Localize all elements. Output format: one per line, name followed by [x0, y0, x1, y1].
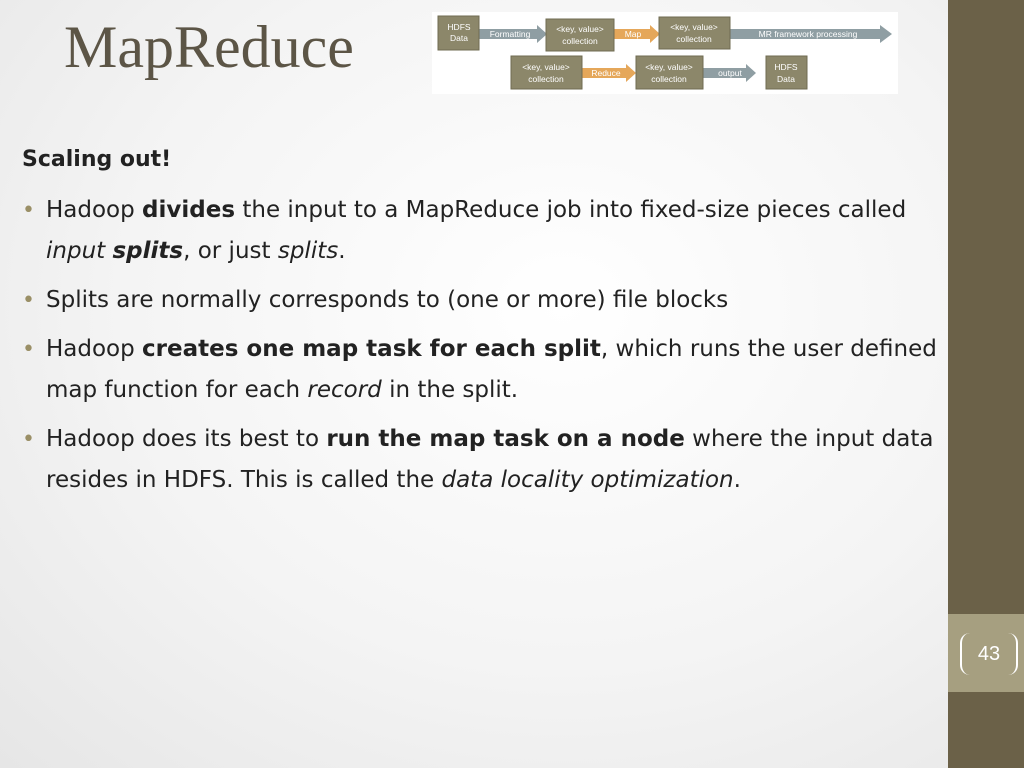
output-arrow [702, 64, 756, 82]
reduce-arrow [582, 64, 636, 82]
bullet-1-bold: divides [142, 197, 236, 223]
bullet-item-2: • Splits are normally corresponds to (on… [22, 280, 952, 321]
bullet-1-bold-italic: splits [112, 238, 184, 264]
bullet-3-end: in the split. [381, 377, 519, 403]
bullet-1-text-mid: the input to a MapReduce job into fixed-… [235, 197, 907, 223]
formatting-label: Formatting [490, 29, 531, 39]
mr-processing-arrow [730, 25, 892, 43]
kv3-line2: collection [528, 74, 564, 84]
bullet-3-bold: creates one map task for each split [142, 336, 601, 362]
bullet-item-3: • Hadoop creates one map task for each s… [22, 329, 952, 411]
hdfs-input-line2: Data [450, 33, 468, 43]
kv-collection-box-2 [658, 16, 731, 50]
bullet-1-italic: input [46, 238, 106, 264]
kv1-line2: collection [562, 36, 598, 46]
bullet-item-1: • Hadoop divides the input to a MapReduc… [22, 190, 952, 272]
bullet-4-text: Hadoop does its best to [46, 426, 327, 452]
bullet-4-italic: data locality optimization [441, 467, 734, 493]
hdfs-output-line2: Data [777, 74, 795, 84]
slide-body: Scaling out! • Hadoop divides the input … [22, 142, 952, 509]
kv4-line2: collection [651, 74, 687, 84]
kv4-line1: <key, value> [645, 62, 693, 72]
bullet-dot: • [22, 427, 35, 452]
bullet-2-text: Splits are normally corresponds to (one … [46, 287, 729, 313]
page-number: 43 [960, 633, 1018, 675]
hdfs-output-box [765, 55, 808, 90]
reduce-label: Reduce [591, 68, 621, 78]
hdfs-input-line1: HDFS [447, 22, 470, 32]
bullet-dot: • [22, 288, 35, 313]
kv-collection-box-3 [510, 55, 583, 90]
bullet-4-text-mid: where the input data resides in HDFS. Th… [46, 426, 934, 493]
kv3-line1: <key, value> [522, 62, 570, 72]
map-arrow [614, 25, 660, 43]
section-heading: Scaling out! [22, 147, 172, 172]
kv-collection-box-4 [635, 55, 704, 90]
slide-title: MapReduce [64, 14, 354, 80]
mr-processing-label: MR framework processing [759, 29, 858, 39]
bullet-item-4: • Hadoop does its best to run the map ta… [22, 419, 952, 501]
bullet-3-text: Hadoop [46, 336, 143, 362]
bullet-3-italic: record [307, 377, 382, 403]
bullet-4-bold: run the map task on a node [326, 426, 685, 452]
hdfs-output-line1: HDFS [774, 62, 797, 72]
output-label: output [718, 68, 742, 78]
formatting-arrow [478, 25, 547, 43]
bullet-1-text: Hadoop [46, 197, 143, 223]
bullet-1-end: . [338, 238, 346, 264]
kv-collection-box-1 [545, 18, 615, 52]
bullet-3-text-mid: , which runs the user defined map functi… [46, 336, 937, 403]
bullet-dot: • [22, 337, 35, 362]
kv2-line2: collection [676, 34, 712, 44]
kv2-line1: <key, value> [670, 22, 718, 32]
bullet-1-text-mid2: , or just [183, 238, 278, 264]
bullet-4-end: . [733, 467, 741, 493]
mapreduce-flow-diagram: Formatting Map MR framework processing R… [432, 12, 898, 94]
map-label: Map [625, 29, 642, 39]
bullet-1-italic-2: splits [277, 238, 339, 264]
kv1-line1: <key, value> [556, 24, 604, 34]
hdfs-input-box [437, 15, 480, 51]
bullet-dot: • [22, 198, 35, 223]
